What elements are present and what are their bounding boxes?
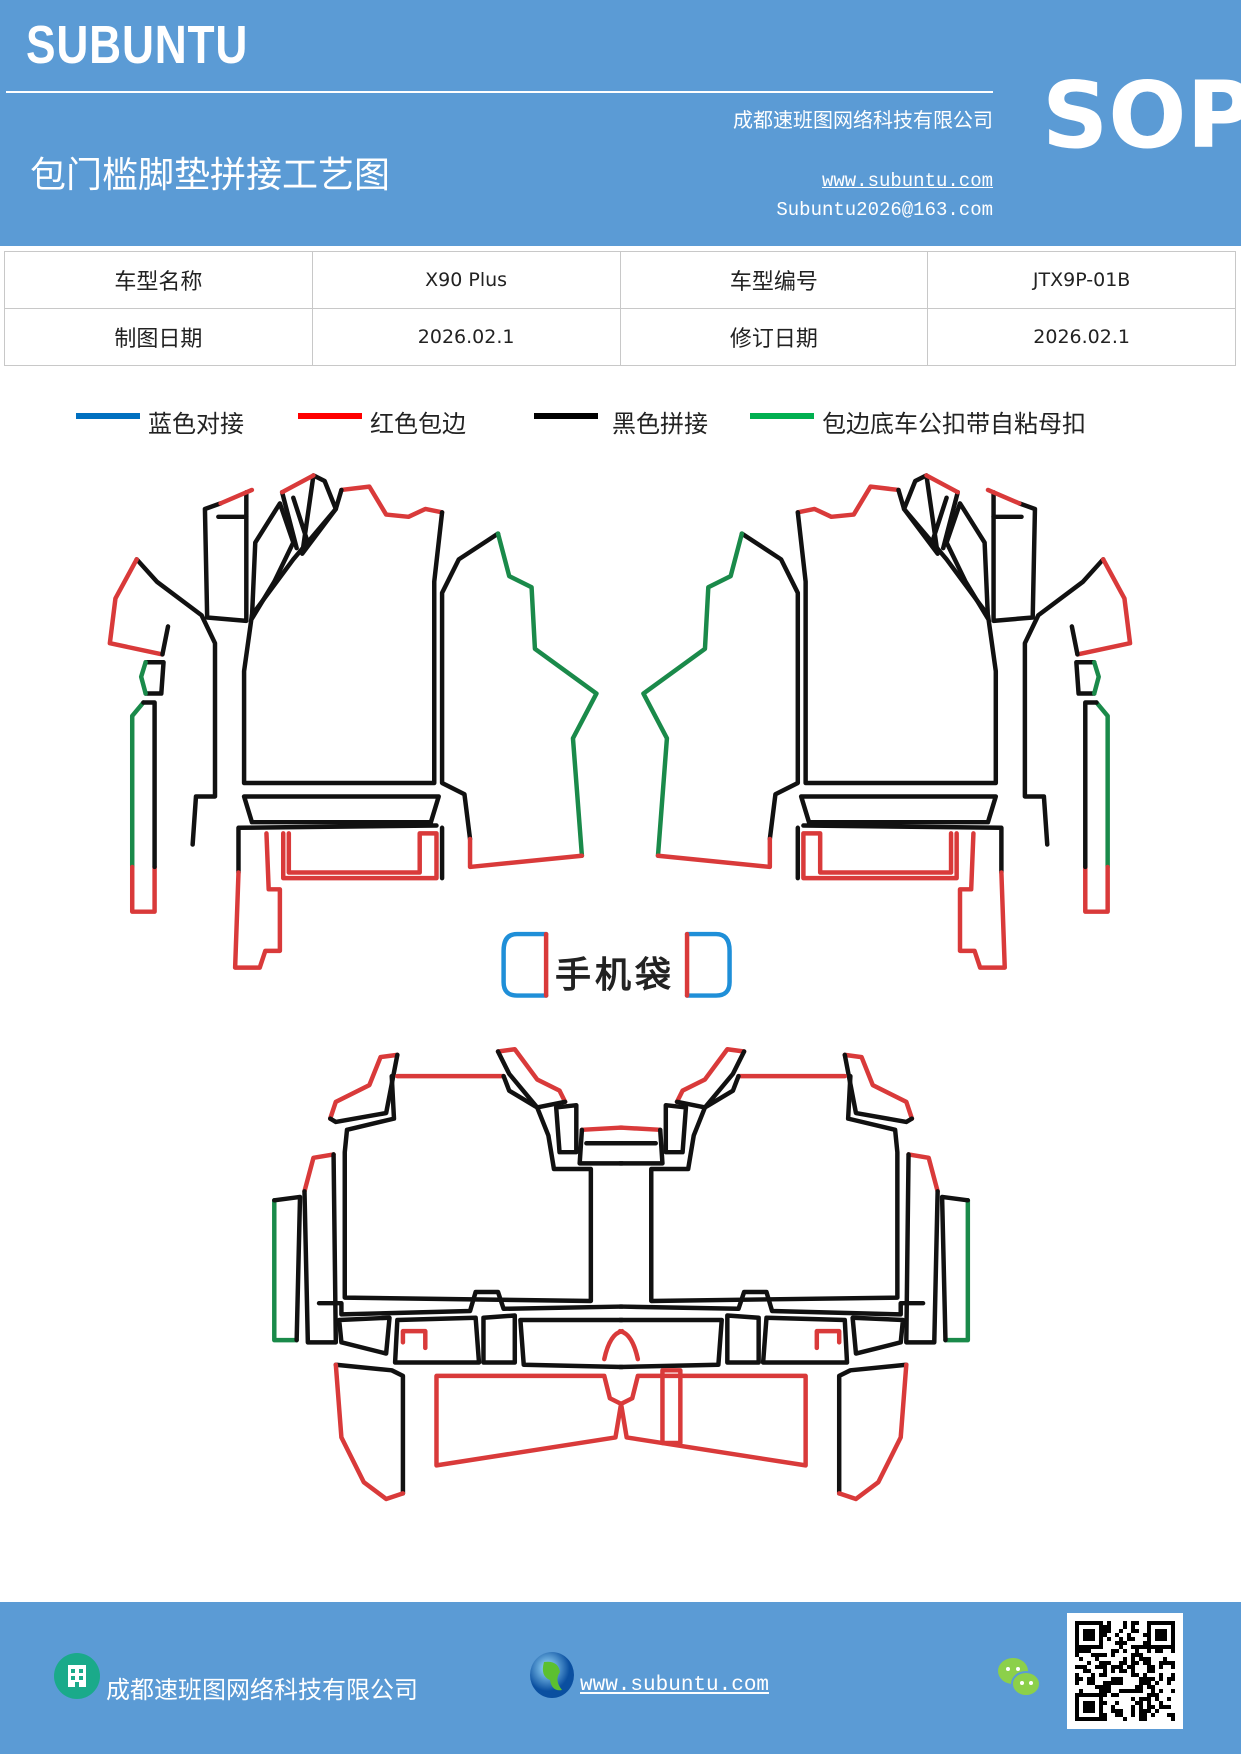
divider bbox=[6, 91, 993, 93]
legend-item-green: 包边底车公扣带自粘母扣 bbox=[750, 404, 1086, 439]
left-front-mat-set bbox=[110, 475, 597, 967]
value-cell: 2026.02.1 bbox=[927, 308, 1236, 366]
header: SUBUNTU 成都速班图网络科技有限公司 包门槛脚垫拼接工艺图 www.sub… bbox=[0, 0, 1241, 246]
building-icon bbox=[54, 1653, 100, 1699]
phone-pocket-label: 手机袋 bbox=[555, 955, 676, 996]
value-cell: 2026.02.1 bbox=[311, 308, 621, 366]
pocket-right-blue-edge bbox=[684, 931, 732, 998]
website-link[interactable]: www.subuntu.com bbox=[821, 170, 993, 192]
email: Subuntu2026@163.com bbox=[776, 199, 993, 221]
legend-item-red: 红色包边 bbox=[298, 404, 466, 439]
legend-label: 蓝色对接 bbox=[148, 410, 244, 438]
sop-badge: SOP bbox=[1042, 62, 1241, 169]
legend-label: 包边底车公扣带自粘母扣 bbox=[822, 410, 1086, 438]
footer: 成都速班图网络科技有限公司 www.subuntu.com bbox=[0, 1602, 1241, 1754]
label-cell: 制图日期 bbox=[4, 308, 313, 366]
rear-mat-left-half bbox=[274, 1049, 622, 1499]
qr-code[interactable] bbox=[1067, 1613, 1183, 1729]
footer-company: 成都速班图网络科技有限公司 bbox=[106, 1676, 418, 1704]
legend-label: 红色包边 bbox=[370, 410, 466, 438]
table-row: 车型名称 X90 Plus 车型编号 JTX9P-01B bbox=[4, 251, 1236, 309]
info-table: 车型名称 X90 Plus 车型编号 JTX9P-01B 制图日期 2026.0… bbox=[4, 251, 1236, 366]
right-front-mat-set bbox=[643, 475, 1130, 967]
label-cell: 修订日期 bbox=[619, 308, 929, 366]
footer-website-link[interactable]: www.subuntu.com bbox=[580, 1674, 770, 1697]
page-title: 包门槛脚垫拼接工艺图 bbox=[30, 155, 391, 196]
rear-mat-right-half bbox=[620, 1049, 968, 1499]
legend-swatch bbox=[76, 412, 140, 419]
center-strip bbox=[660, 1368, 683, 1446]
label-cell: 车型名称 bbox=[4, 251, 313, 309]
legend-label: 黑色拼接 bbox=[612, 410, 708, 438]
value-cell: X90 Plus bbox=[311, 251, 621, 309]
legend-swatch bbox=[298, 412, 362, 419]
value-cell: JTX9P-01B bbox=[927, 251, 1236, 309]
globe-icon bbox=[530, 1652, 574, 1698]
label-cell: 车型编号 bbox=[619, 251, 929, 309]
legend-swatch bbox=[750, 412, 814, 419]
legend-item-black: 黑色拼接 bbox=[534, 404, 708, 439]
wechat-icon bbox=[998, 1658, 1041, 1697]
table-row: 制图日期 2026.02.1 修订日期 2026.02.1 bbox=[4, 308, 1236, 366]
logo: SUBUNTU bbox=[26, 15, 249, 75]
legend-swatch bbox=[534, 412, 598, 419]
company-name: 成都速班图网络科技有限公司 bbox=[733, 108, 993, 132]
pocket-left-blue-edge bbox=[501, 931, 549, 998]
legend: 蓝色对接 红色包边 黑色拼接 包边底车公扣带自粘母扣 bbox=[0, 404, 1241, 438]
legend-item-blue: 蓝色对接 bbox=[76, 404, 244, 439]
